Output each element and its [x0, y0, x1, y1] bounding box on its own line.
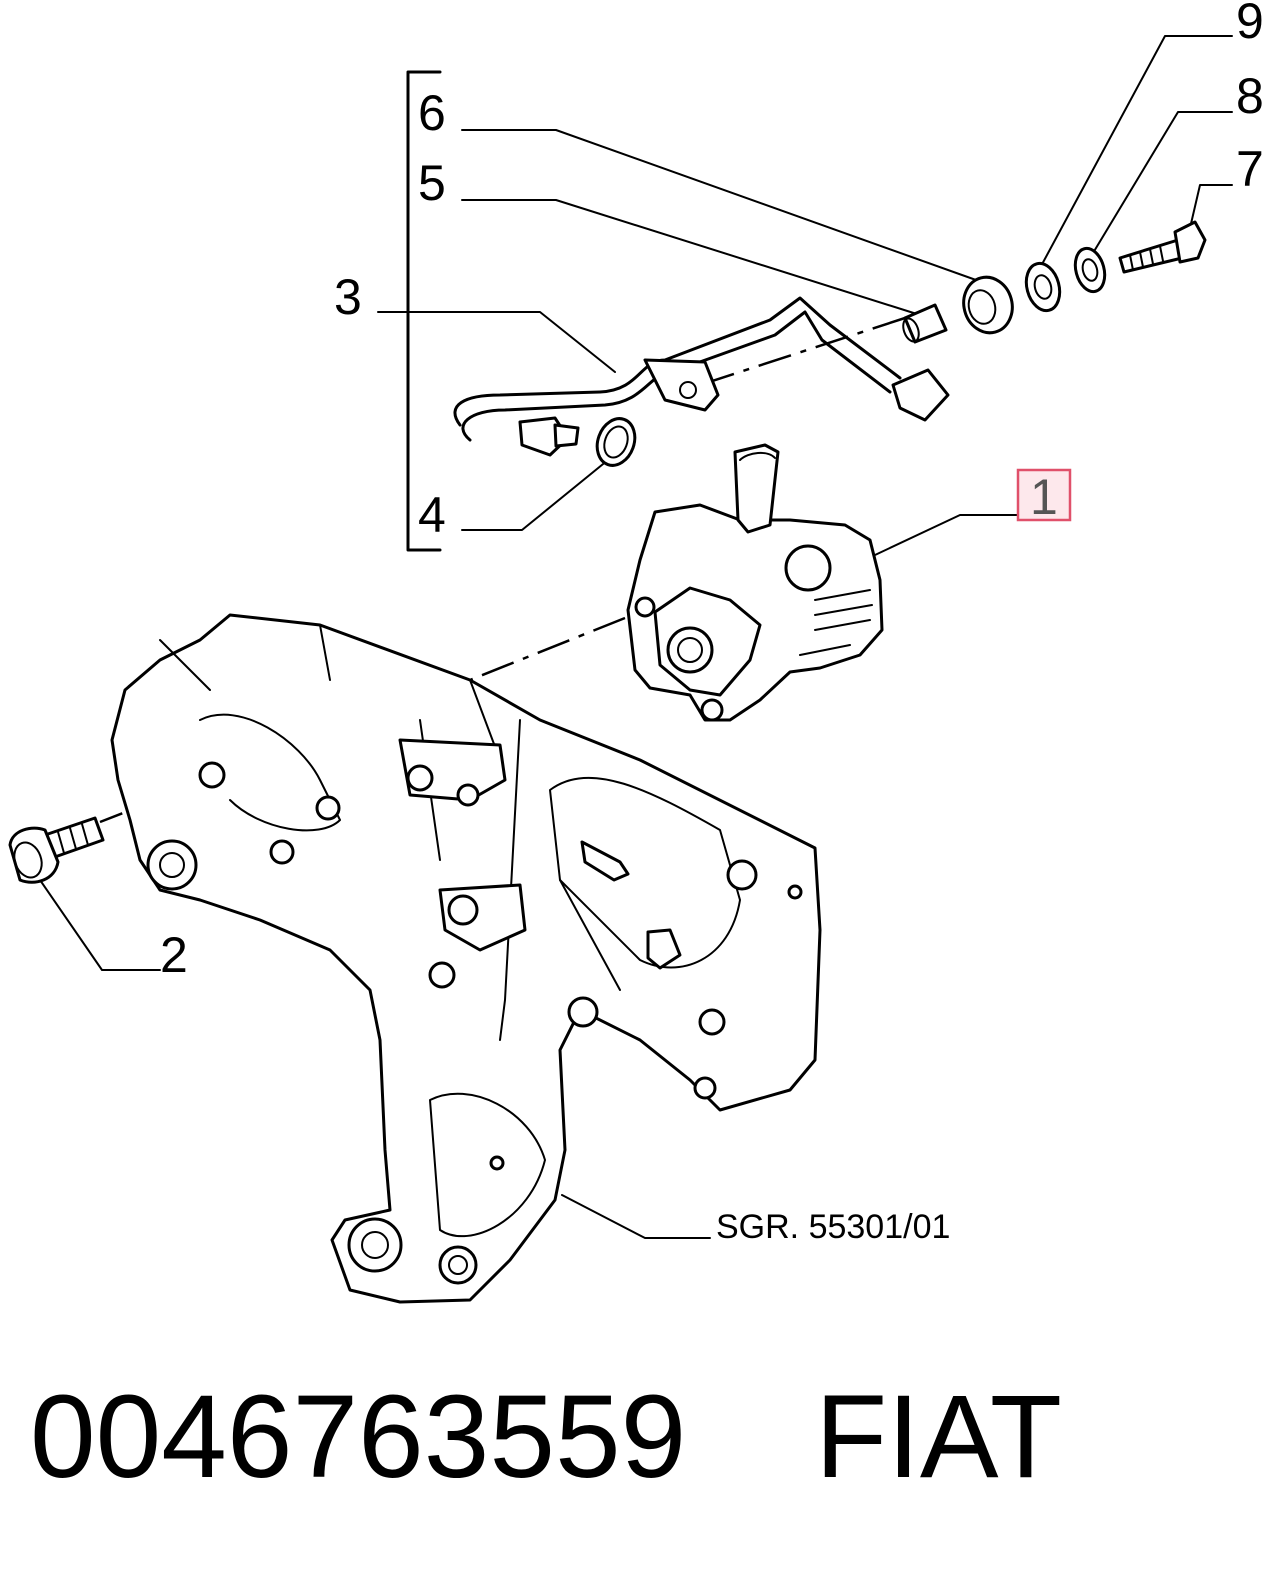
callout-5: 5: [418, 155, 446, 211]
washer-8: [1073, 246, 1107, 294]
leader-4: [461, 459, 609, 531]
union-fitting-6: [962, 275, 1014, 335]
sealing-washer-4: [595, 417, 637, 467]
callout-3: 3: [334, 269, 362, 325]
part-number: 0046763559: [30, 1371, 687, 1503]
callout-8: 8: [1236, 68, 1264, 124]
leader-1: [874, 514, 1041, 556]
group-reference: SGR. 55301/01: [716, 1208, 950, 1246]
leader-3: [377, 311, 616, 373]
washer-9: [1024, 261, 1062, 313]
callout-2: 2: [160, 927, 188, 983]
callout-labels: 6 5 3 4 9 8 7 2 1 SGR. 55301/01: [160, 0, 1264, 1246]
callout-4: 4: [418, 487, 446, 543]
pressure-pipe: [453, 296, 950, 457]
leader-lines: [39, 35, 1233, 1239]
fixing-bolt-2: [8, 816, 105, 884]
leader-6: [461, 129, 991, 286]
leader-8: [1089, 111, 1233, 259]
leader-sgr: [561, 1194, 711, 1239]
leader-9: [1039, 35, 1233, 269]
brand-name: FIAT: [815, 1371, 1062, 1503]
power-steering-pump: [626, 443, 884, 722]
pipe-sleeve-5: [902, 303, 948, 344]
highlight-box: [1016, 468, 1072, 522]
callout-7: 7: [1236, 141, 1264, 197]
footer: 0046763559 FIAT: [30, 1372, 1062, 1502]
callout-1: 1: [1030, 469, 1058, 525]
callout-9: 9: [1236, 0, 1264, 49]
mounting-bracket: [110, 613, 822, 1304]
leader-2: [39, 879, 161, 971]
leader-5: [461, 199, 921, 316]
banjo-bolt-7: [1118, 220, 1207, 274]
callout-6: 6: [418, 85, 446, 141]
leader-7: [1189, 184, 1233, 229]
